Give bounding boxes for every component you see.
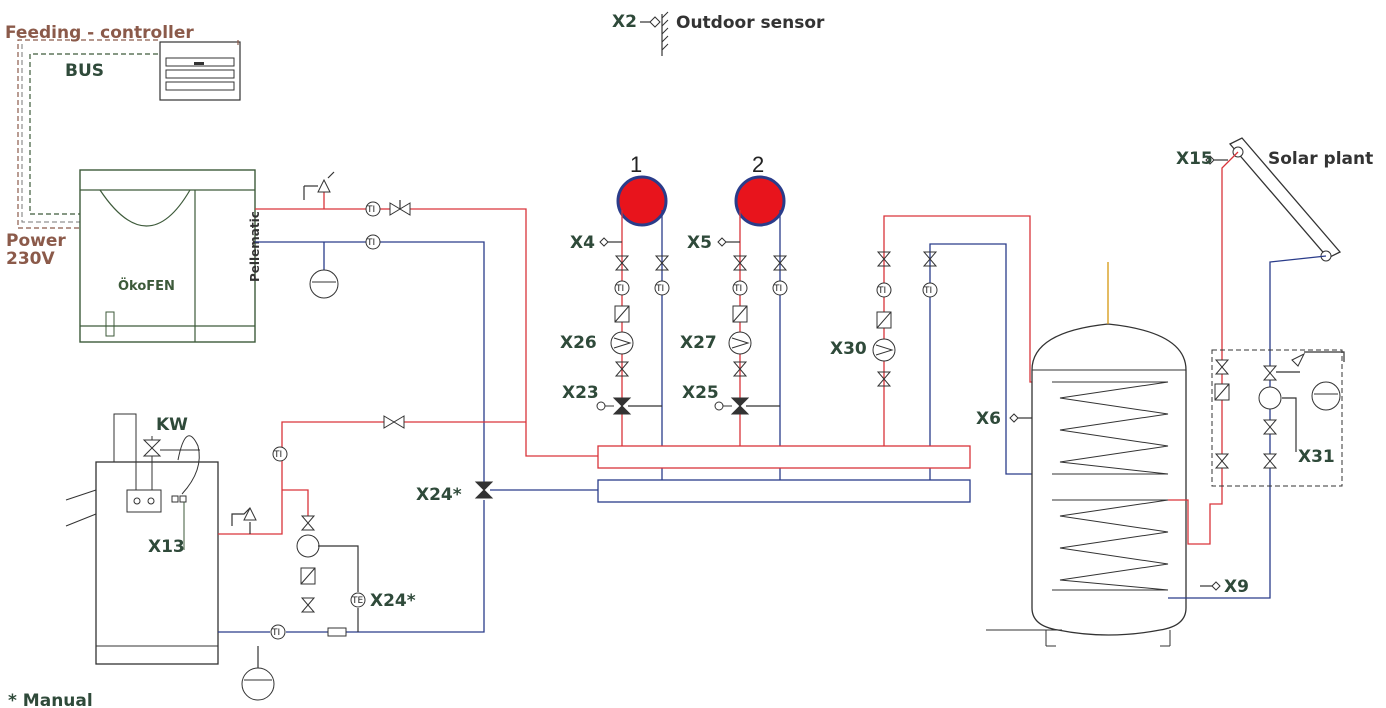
bus-label: BUS [65, 61, 104, 81]
svg-text:TI: TI [615, 284, 624, 294]
circuit-1-number: 1 [630, 152, 642, 177]
connector-x23: X23 [562, 383, 599, 403]
outdoor-sensor [640, 11, 669, 56]
connector-x13: X13 [148, 537, 185, 557]
main-return-pipe [380, 241, 485, 482]
solar-station [1211, 349, 1343, 487]
connector-x26: X26 [560, 333, 597, 353]
connector-x2: X2 [612, 12, 637, 32]
connector-x6: X6 [976, 409, 1001, 429]
manifold-supply [597, 445, 971, 469]
thermometer-icon: TI [654, 280, 670, 296]
expansion-vessel-boiler [309, 242, 339, 299]
connector-x4: X4 [570, 233, 595, 253]
manifold-return [597, 479, 971, 503]
feeding-controller [159, 41, 241, 101]
connector-x15: X15 [1176, 149, 1213, 169]
connector-x25: X25 [682, 383, 719, 403]
footnote-manual: * Manual [8, 691, 93, 708]
svg-text:TI: TI [923, 286, 932, 296]
solar-plant-label: Solar plant [1268, 149, 1373, 169]
main-supply-pipe [410, 208, 598, 457]
mixing-valves [596, 397, 750, 415]
sensor-x6 [1009, 413, 1032, 423]
balancing-valve-icon [389, 200, 411, 216]
thermometer-icon: TI [273, 450, 282, 460]
voltage-label: 230V [6, 249, 55, 269]
svg-text:TI: TI [773, 284, 782, 294]
thermometer-icon: TI [922, 282, 938, 298]
connector-x5: X5 [687, 233, 712, 253]
thermostat-te-icon: TE [351, 596, 363, 606]
outdoor-sensor-label: Outdoor sensor [676, 13, 825, 33]
safety-valve-boiler [303, 171, 335, 209]
thermometer-icon: TI [365, 201, 381, 217]
pellematic-label: Pellematic [248, 211, 262, 282]
thermometer-icon: TI [876, 282, 892, 298]
feeding-controller-label: Feeding - controller [5, 23, 194, 43]
connector-x24-a: X24* [416, 485, 462, 505]
sensor-x5 [717, 237, 740, 247]
solar-station-symbols [1214, 352, 1341, 469]
circuit-2-number: 2 [752, 152, 764, 177]
existing-boiler-symbols [241, 415, 494, 701]
bus-cable [21, 44, 158, 223]
sensor-x15 [1205, 155, 1228, 165]
svg-text:TI: TI [733, 284, 742, 294]
svg-text:TI: TI [655, 284, 664, 294]
circulation-pumps [610, 331, 896, 362]
connector-kw: KW [156, 415, 188, 435]
connector-x9: X9 [1224, 577, 1249, 597]
radiator-2 [734, 175, 786, 227]
boiler-brand-logo: ÖkoFEN [118, 278, 175, 294]
power-label: Power [6, 231, 66, 251]
power-cable [17, 39, 239, 229]
thermometer-icon: TI [365, 234, 381, 250]
svg-text:TI: TI [366, 205, 375, 215]
flow-meters [614, 305, 892, 329]
sensor-x9 [1200, 581, 1221, 591]
thermometer-icon: TI [614, 280, 630, 296]
connector-x27: X27 [680, 333, 717, 353]
pellet-boiler [79, 169, 256, 343]
svg-text:TI: TI [366, 238, 375, 248]
sensor-x4 [599, 237, 622, 247]
connector-x30: X30 [830, 339, 867, 359]
connector-x31: X31 [1298, 447, 1335, 467]
connector-x24-b: X24* [370, 591, 416, 611]
existing-boiler [65, 413, 219, 665]
thermometer-icon: TI [271, 628, 280, 638]
circuit-valves [614, 251, 938, 387]
storage-tank [986, 262, 1187, 647]
svg-text:TI: TI [877, 286, 886, 296]
thermometer-icon: TI [732, 280, 748, 296]
radiator-1 [616, 175, 668, 227]
thermometer-icon: TI [772, 280, 788, 296]
